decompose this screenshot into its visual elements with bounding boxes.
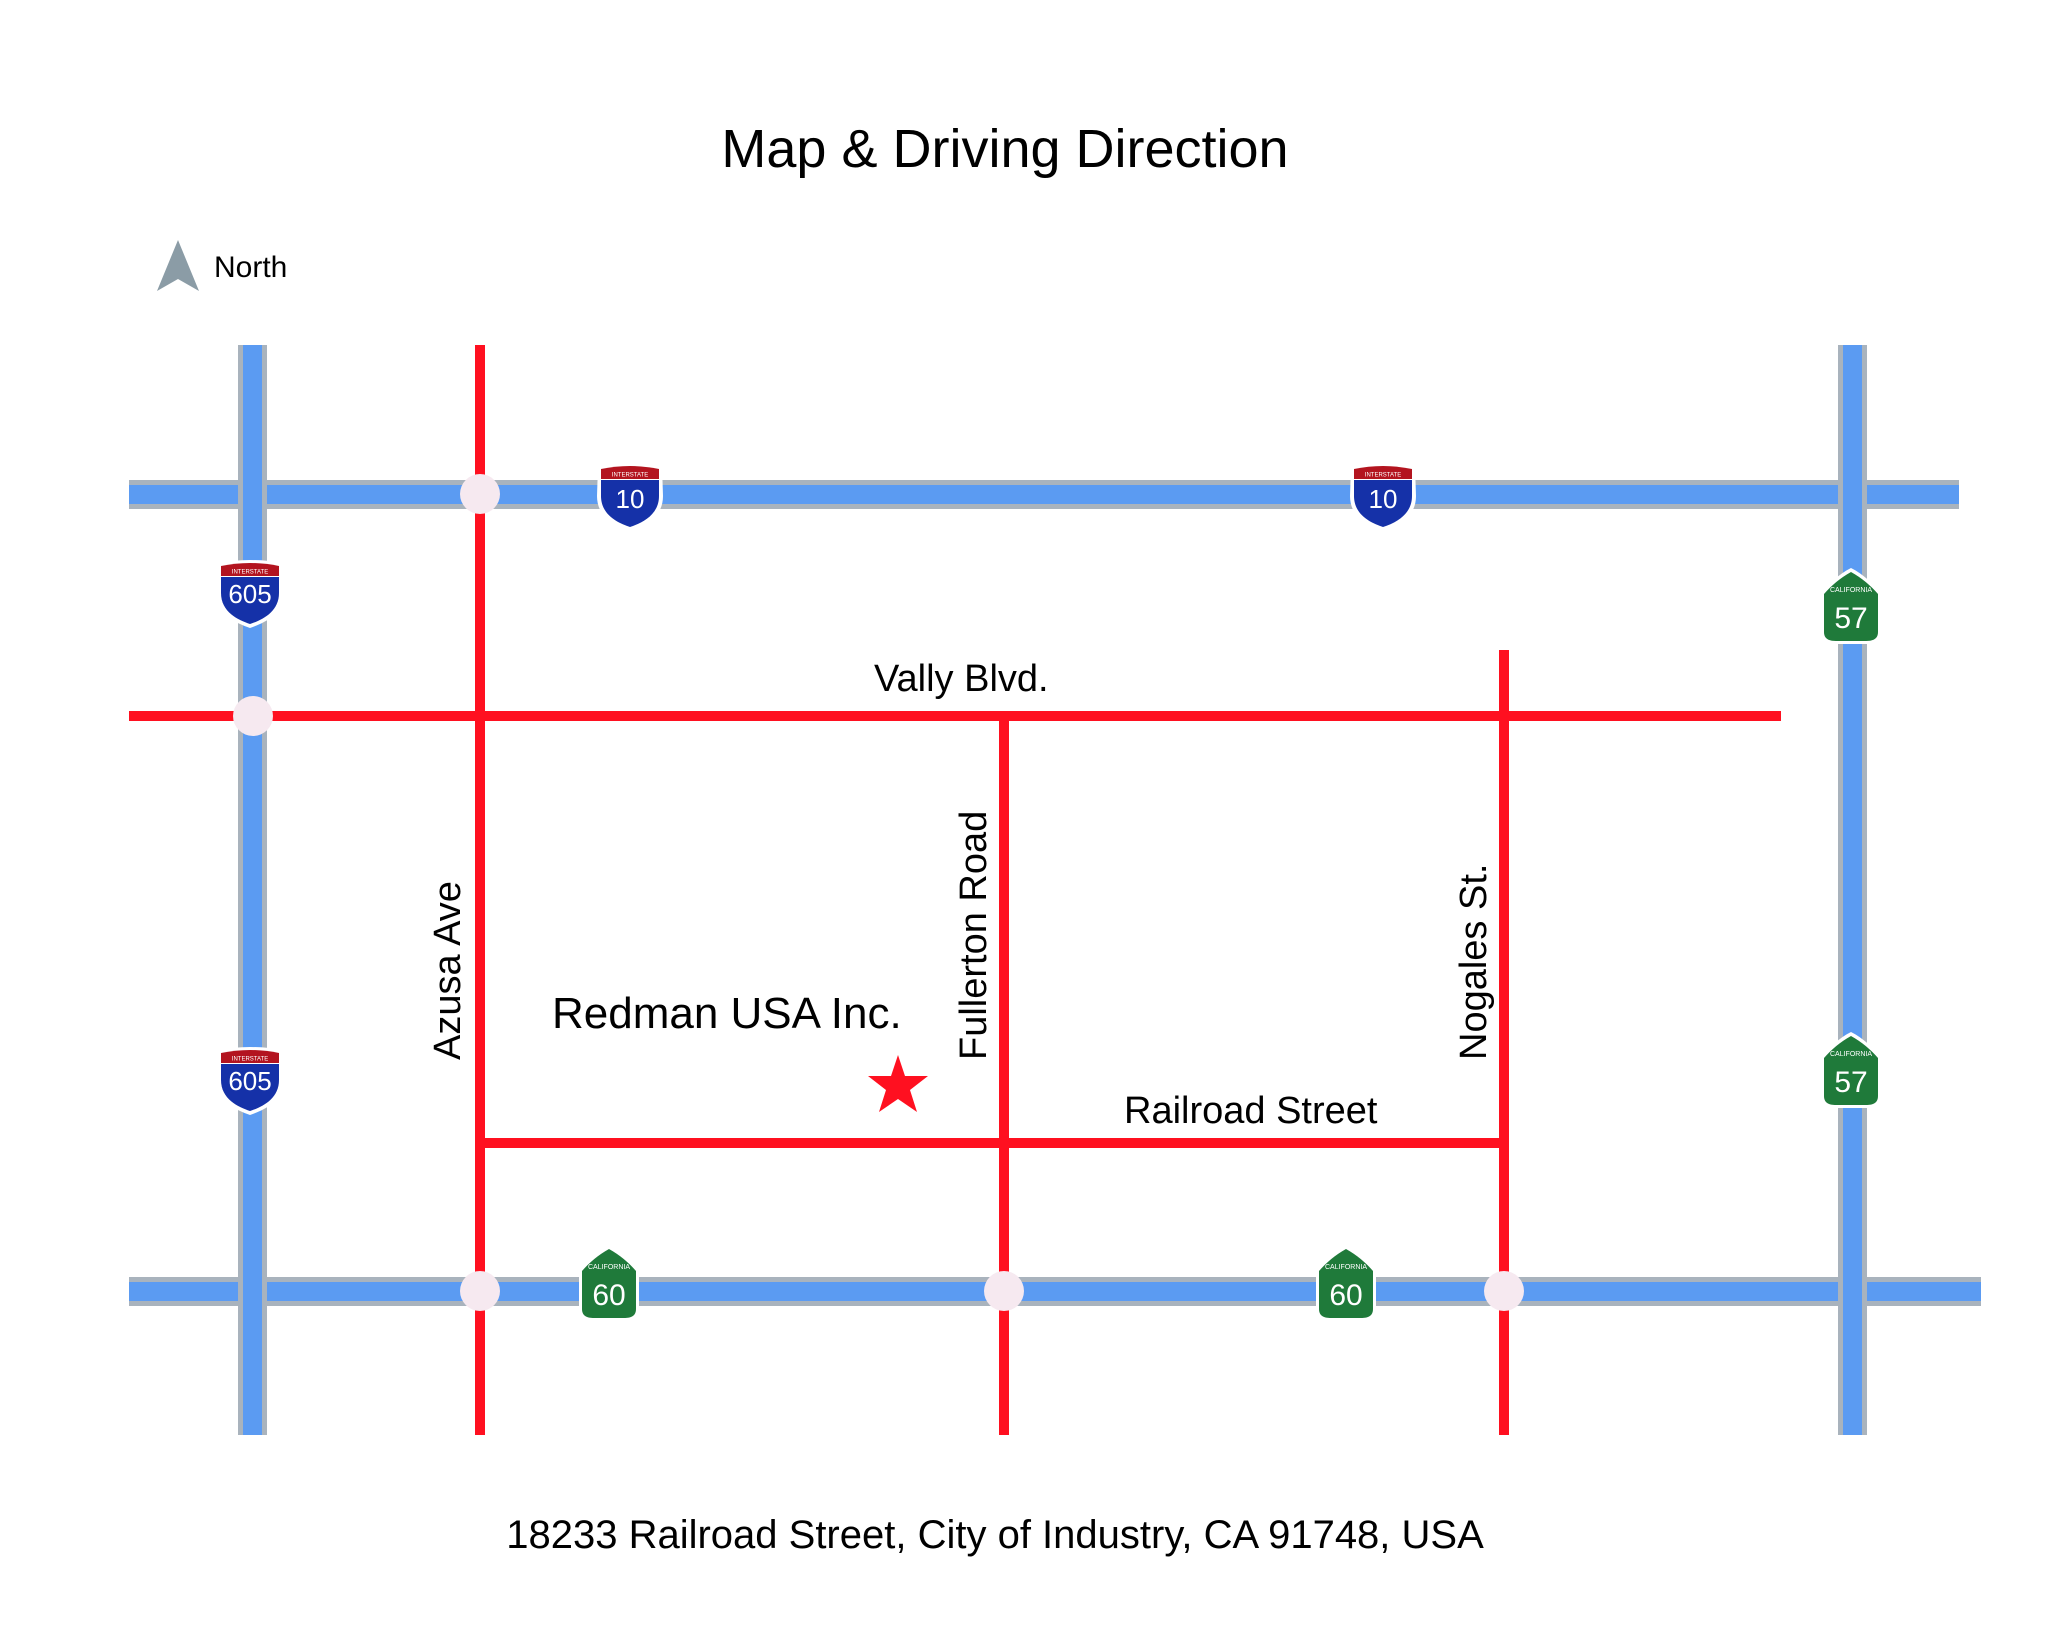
interstate-605-shield: INTERSTATE 605 — [217, 560, 283, 628]
company-label: Redman USA Inc. — [552, 989, 902, 1038]
label-azusa-ave: Azusa Ave — [427, 881, 469, 1060]
shield-number: 57 — [1834, 1066, 1867, 1099]
street-vally-blvd — [129, 711, 1781, 721]
interchanges — [233, 474, 1524, 1311]
interstate-605-shield: INTERSTATE 605 — [217, 1047, 283, 1115]
label-nogales-st: Nogales St. — [1453, 864, 1495, 1060]
california-60-shield: CALIFORNIA 60 — [579, 1245, 639, 1321]
interchange-marker — [1484, 1271, 1524, 1311]
shield-header: CALIFORNIA — [588, 1264, 630, 1271]
freeway-ca57 — [1838, 345, 1867, 1435]
shield-number: 605 — [228, 579, 271, 609]
freeway-i605 — [238, 345, 267, 1435]
street-railroad-street — [480, 1138, 1509, 1148]
shield-number: 10 — [1369, 484, 1398, 514]
north-indicator: North — [157, 240, 287, 291]
california-57-shield: CALIFORNIA 57 — [1821, 1032, 1881, 1108]
california-57-shield: CALIFORNIA 57 — [1821, 568, 1881, 644]
north-label: North — [214, 251, 287, 284]
freeway-i10 — [129, 480, 1959, 509]
label-railroad-street: Railroad Street — [1124, 1090, 1378, 1132]
shield-header: INTERSTATE — [232, 570, 268, 576]
shield-header: CALIFORNIA — [1325, 1264, 1367, 1271]
shield-number: 60 — [592, 1279, 625, 1312]
location-star-icon — [868, 1055, 928, 1112]
interstate-10-shield: INTERSTATE 10 — [1350, 463, 1416, 531]
shield-header: INTERSTATE — [1365, 473, 1401, 479]
shield-header: INTERSTATE — [232, 1057, 268, 1063]
streets — [129, 345, 1781, 1435]
shield-header: INTERSTATE — [612, 473, 648, 479]
interchange-marker — [233, 696, 273, 736]
label-fullerton-road: Fullerton Road — [953, 811, 995, 1060]
street-nogales-st — [1499, 650, 1509, 1435]
freeway-ca60 — [129, 1277, 1981, 1306]
freeways — [129, 345, 1981, 1435]
street-azusa-ave — [475, 345, 485, 1435]
north-arrow-icon — [157, 240, 199, 291]
interstate-10-shield: INTERSTATE 10 — [597, 463, 663, 531]
shield-number: 10 — [616, 484, 645, 514]
page-title: Map & Driving Direction — [721, 119, 1288, 179]
interchange-marker — [460, 1271, 500, 1311]
shield-number: 605 — [228, 1066, 271, 1096]
california-60-shield: CALIFORNIA 60 — [1316, 1245, 1376, 1321]
address-text: 18233 Railroad Street, City of Industry,… — [506, 1513, 1484, 1557]
shield-number: 60 — [1329, 1279, 1362, 1312]
shield-header: CALIFORNIA — [1830, 587, 1872, 594]
interchange-marker — [460, 474, 500, 514]
shield-number: 57 — [1834, 602, 1867, 635]
street-fullerton-road — [999, 716, 1009, 1435]
label-vally-blvd: Vally Blvd. — [874, 658, 1049, 700]
shield-header: CALIFORNIA — [1830, 1051, 1872, 1058]
interchange-marker — [984, 1271, 1024, 1311]
